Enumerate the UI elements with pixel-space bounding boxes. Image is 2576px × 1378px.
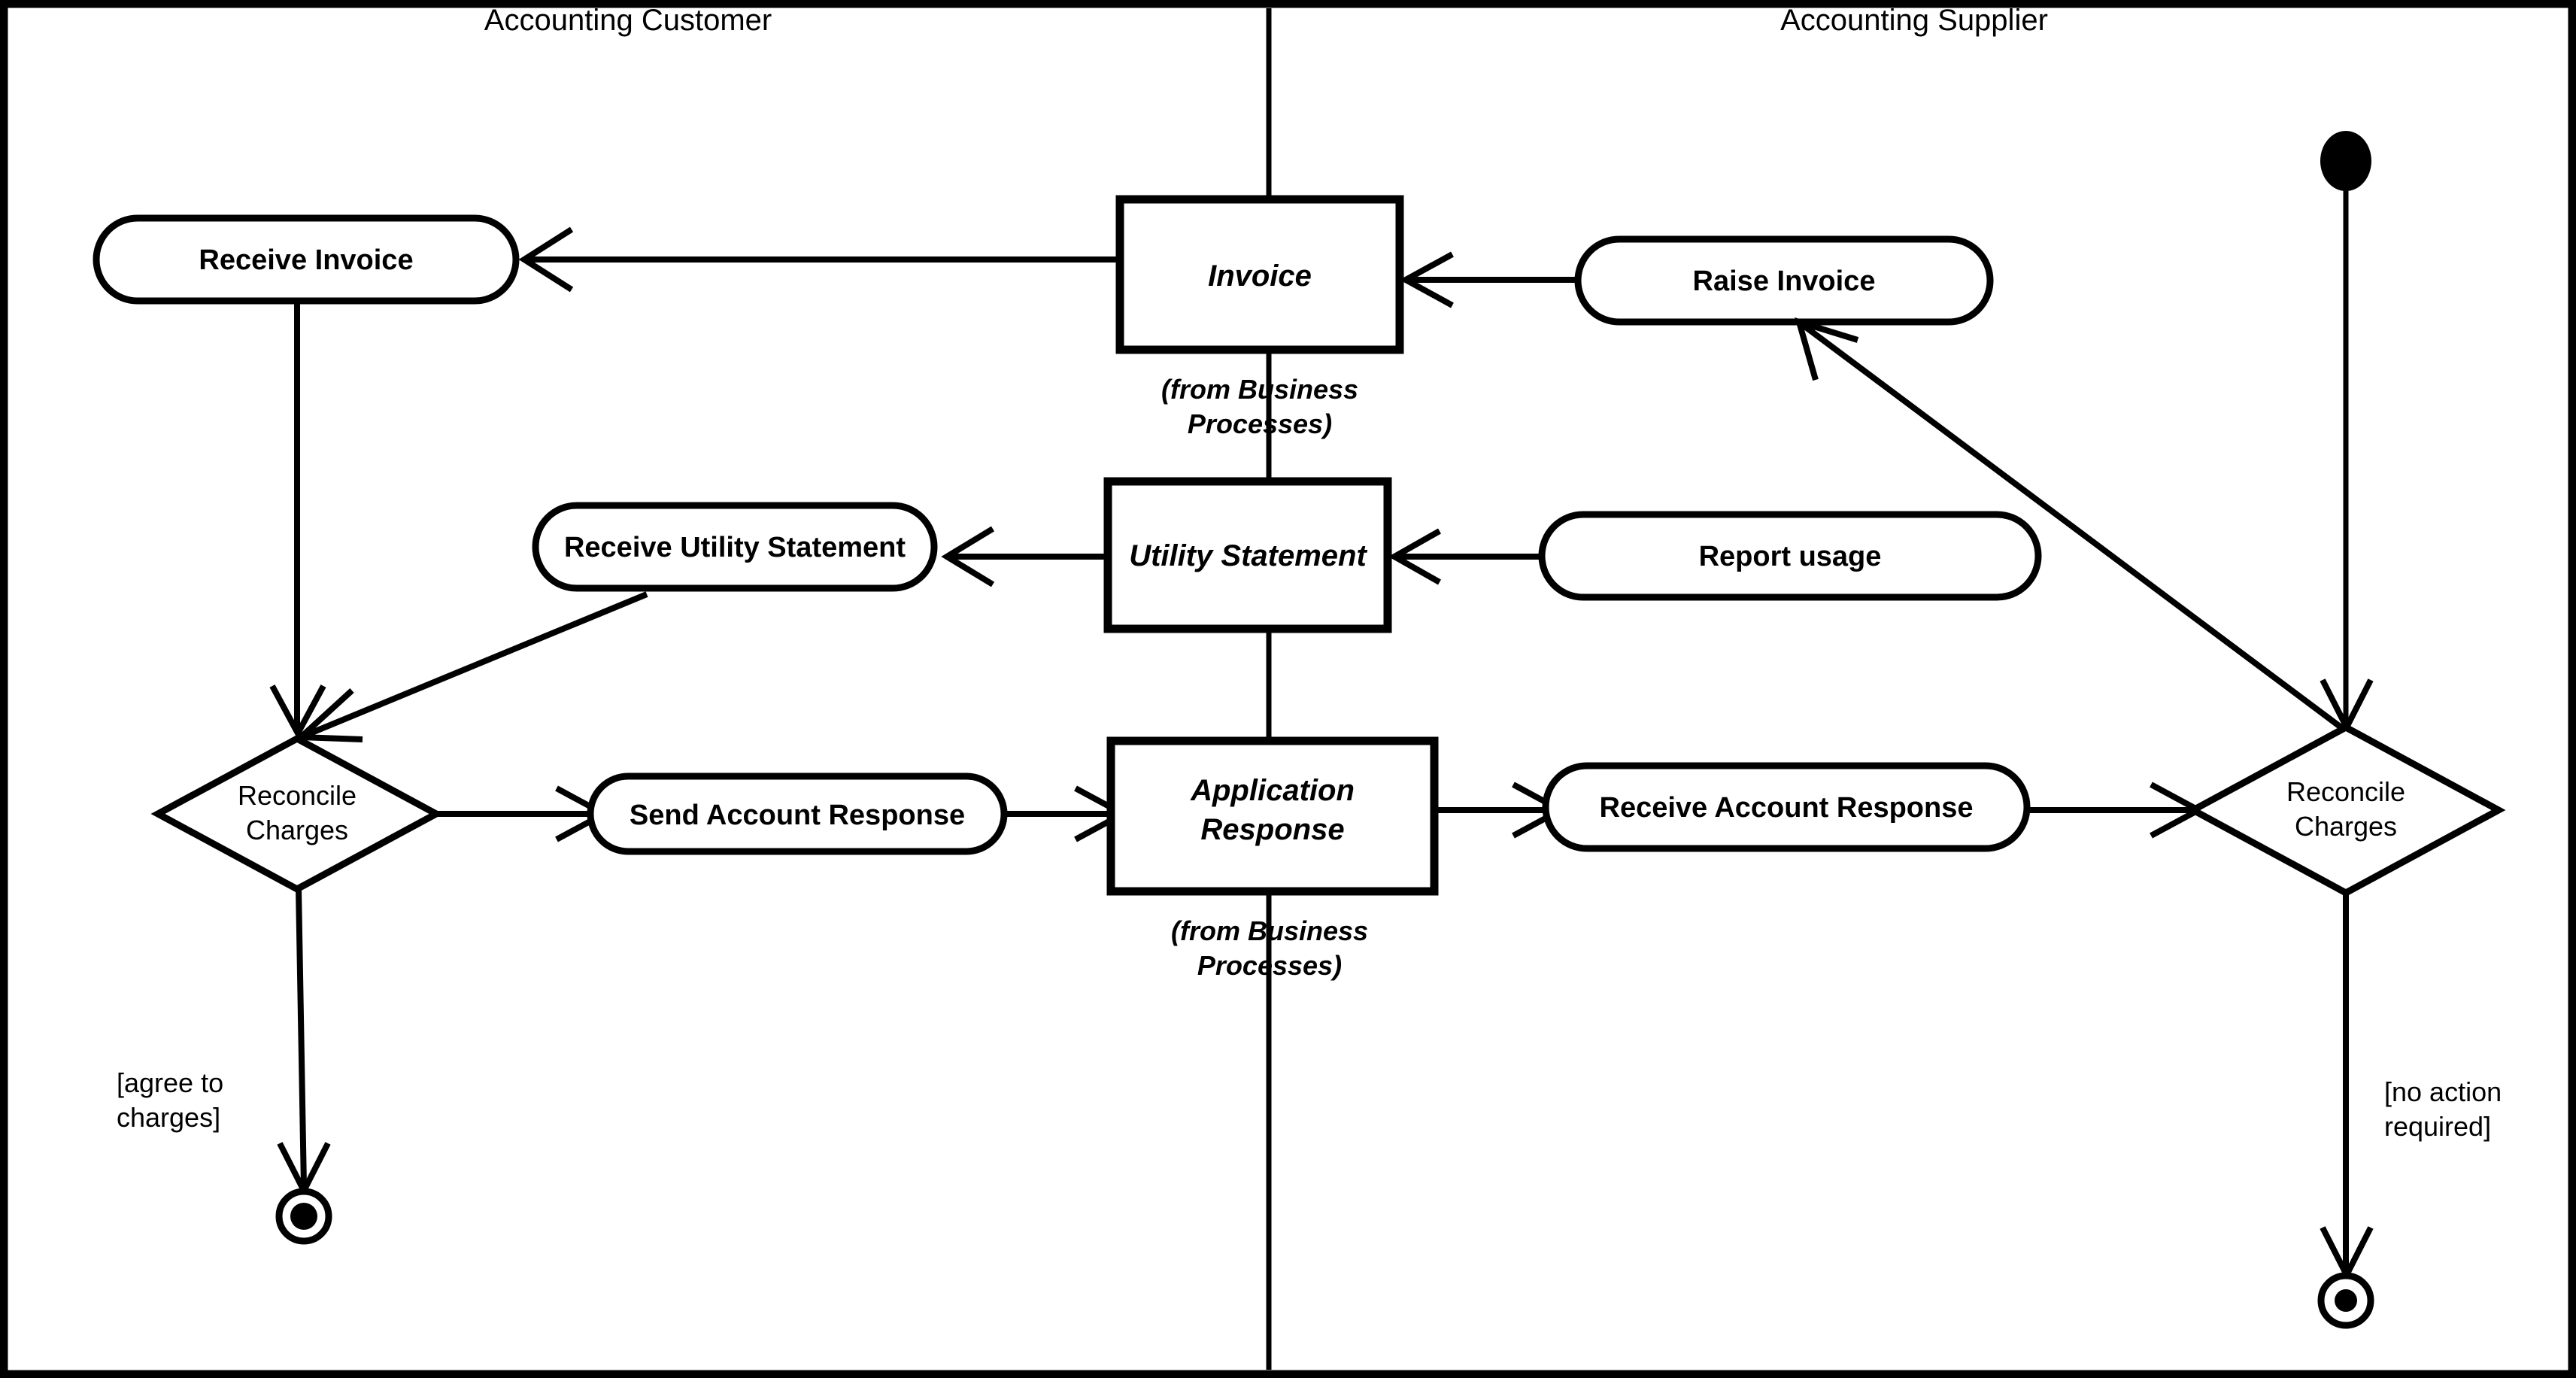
guard-agree-to-charges: [agree to charges] xyxy=(117,1067,223,1133)
send-account-response-label: Send Account Response xyxy=(630,800,965,831)
edge-utility-statement-to-receive-utility xyxy=(941,526,1108,587)
invoice-object-label: Invoice xyxy=(1208,260,1312,293)
utility-statement-object-label: Utility Statement xyxy=(1129,539,1367,572)
receive-utility-statement-label: Receive Utility Statement xyxy=(564,532,906,563)
invoice-object-sublabel-line2: Processes) xyxy=(1188,408,1332,439)
guard-no-action-required-line1: [no action xyxy=(2384,1076,2502,1107)
edge-invoice-to-receive-invoice xyxy=(518,226,1120,293)
guard-no-action-required: [no action required] xyxy=(2384,1076,2502,1142)
guard-agree-to-charges-line1: [agree to xyxy=(117,1067,223,1098)
swimlane-label-customer: Accounting Customer xyxy=(484,4,772,37)
final-node-supplier[interactable] xyxy=(2317,1272,2374,1329)
node-invoice-object[interactable]: Invoice xyxy=(1115,195,1404,354)
final-node-customer[interactable] xyxy=(275,1188,332,1245)
node-utility-statement-object[interactable]: Utility Statement xyxy=(1103,477,1392,633)
reconcile-charges-customer-label-line2: Charges xyxy=(246,815,348,845)
report-usage-label: Report usage xyxy=(1699,541,1882,572)
node-receive-invoice[interactable]: Receive Invoice xyxy=(93,214,520,305)
swimlane-label-supplier: Accounting Supplier xyxy=(1780,4,2048,37)
edge-reconcile-supplier-to-raise-invoice xyxy=(1795,317,2344,731)
raise-invoice-label: Raise Invoice xyxy=(1693,266,1876,297)
initial-node[interactable] xyxy=(2320,131,2371,191)
guard-agree-to-charges-line2: charges] xyxy=(117,1102,220,1133)
node-report-usage[interactable]: Report usage xyxy=(1538,511,2042,601)
node-receive-account-response[interactable]: Receive Account Response xyxy=(1542,762,2031,852)
application-response-label-line2: Response xyxy=(1200,813,1344,846)
application-response-label-line1: Application xyxy=(1190,774,1355,807)
reconcile-charges-supplier-label-line1: Reconcile xyxy=(2286,776,2405,807)
reconcile-charges-customer-label-line1: Reconcile xyxy=(238,780,357,811)
guard-no-action-required-line2: required] xyxy=(2384,1111,2491,1142)
node-application-response-object[interactable]: Application Response xyxy=(1106,736,1439,896)
node-raise-invoice[interactable]: Raise Invoice xyxy=(1574,235,1994,326)
receive-invoice-label: Receive Invoice xyxy=(199,244,413,276)
edge-raise-invoice-to-invoice xyxy=(1399,251,1578,308)
edge-report-usage-to-utility-statement xyxy=(1388,528,1542,585)
node-receive-utility-statement[interactable]: Receive Utility Statement xyxy=(532,502,938,592)
node-send-account-response[interactable]: Send Account Response xyxy=(587,772,1008,855)
reconcile-charges-supplier-label-line2: Charges xyxy=(2295,811,2397,842)
node-reconcile-charges-customer[interactable]: Reconcile Charges xyxy=(150,734,444,894)
edge-receive-invoice-to-reconcile xyxy=(269,301,326,740)
receive-account-response-label: Receive Account Response xyxy=(1600,792,1974,824)
invoice-object-sublabel-line1: (from Business xyxy=(1161,374,1358,405)
